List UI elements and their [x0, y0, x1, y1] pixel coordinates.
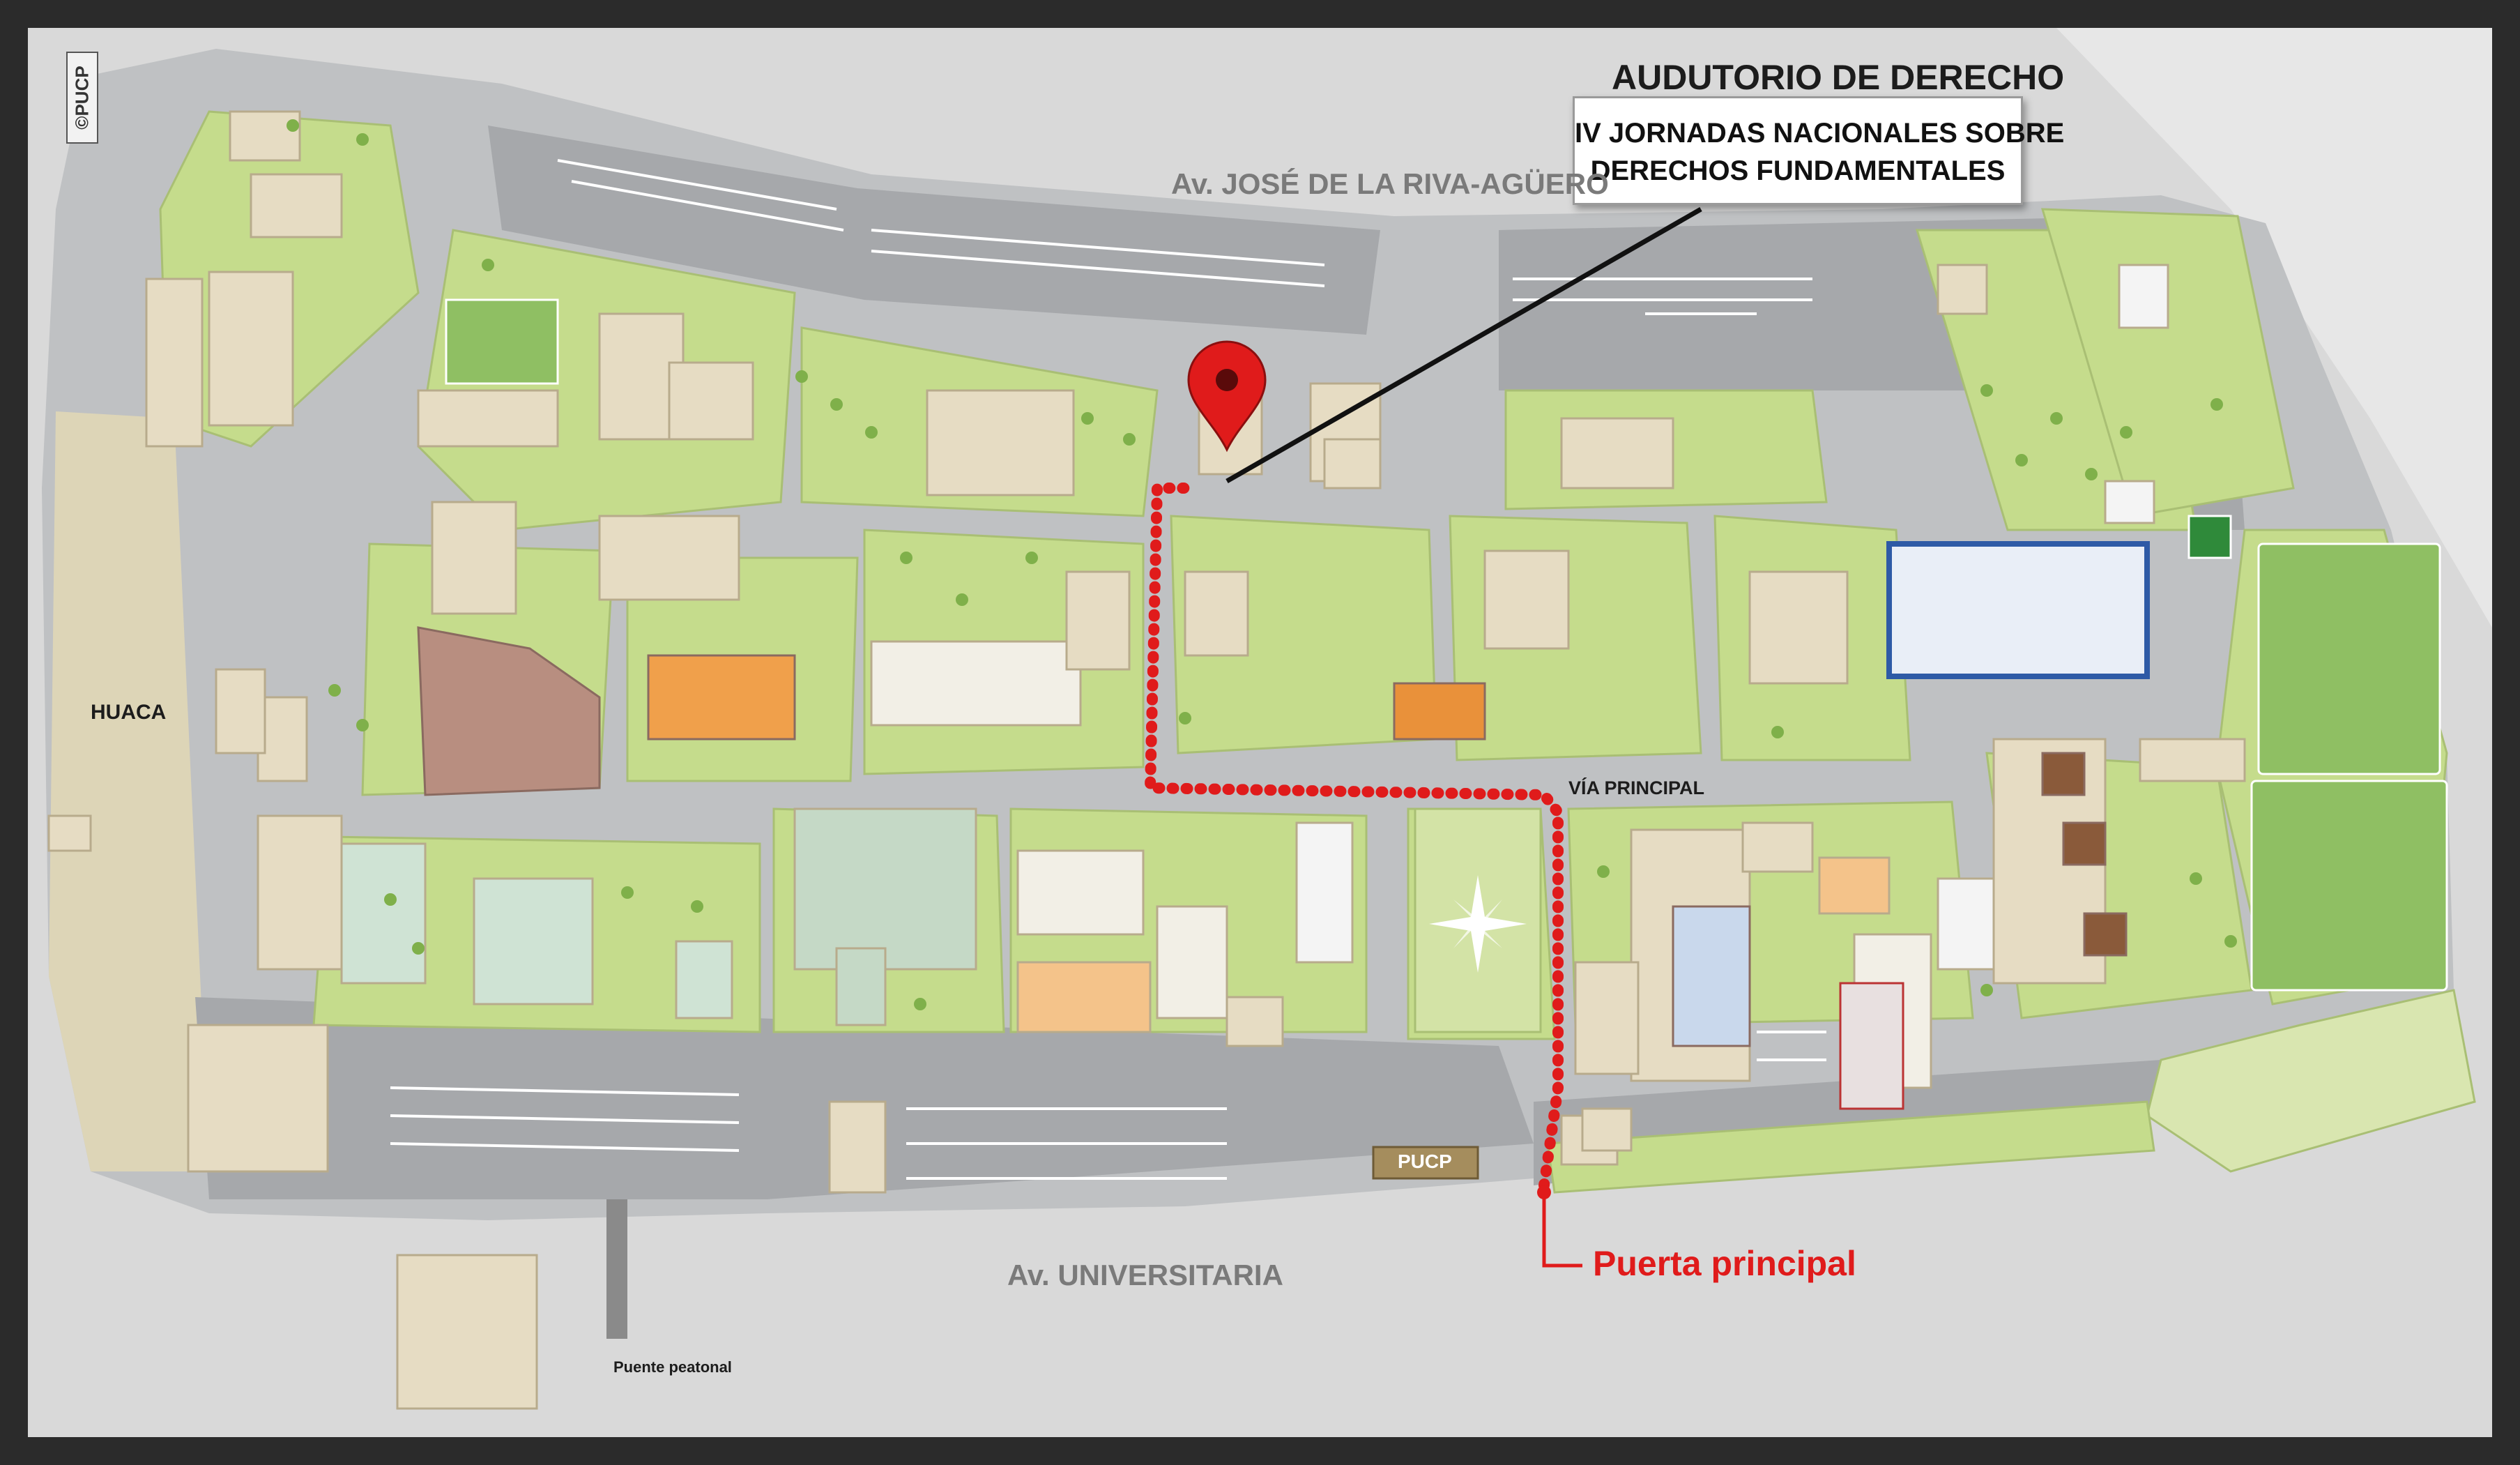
callout-line-1: IV JORNADAS NACIONALES SOBRE: [1575, 118, 2065, 149]
accent-buildings: [417, 541, 2150, 1110]
parking-south: [390, 1031, 1826, 1180]
gate-sign-box: [1372, 1146, 1479, 1180]
huaca-label: HUACA: [91, 701, 167, 724]
huaca-area: [49, 411, 209, 1171]
walking-route: [1144, 483, 1564, 1191]
callout-title: AUDUTORIO DE DERECHO: [1612, 58, 2065, 97]
sports-fields: [445, 298, 2448, 992]
entrance-leader: [1542, 1194, 1582, 1268]
callout-pointer: [1225, 206, 1702, 484]
pucp-logo: ©PUCP: [66, 52, 98, 144]
road-label-north: Av. JOSÉ DE LA RIVA-AGÜERO: [1171, 167, 1609, 200]
road-label-south: Av. UNIVERSITARIA: [1007, 1259, 1283, 1291]
parking-north: [557, 159, 1812, 315]
callout-box: IV JORNADAS NACIONALES SOBRE DERECHOS FU…: [1573, 96, 2065, 205]
compass-star-icon: [1429, 875, 1527, 973]
entrance-label: Puerta principal: [1593, 1244, 1856, 1283]
callout-line-2: DERECHOS FUNDAMENTALES: [1590, 155, 2006, 186]
trees: [287, 119, 2237, 1010]
location-pin-icon: [1187, 340, 1267, 453]
pedestrian-bridge: [606, 1199, 627, 1339]
road-label-main: VÍA PRINCIPAL: [1568, 777, 1705, 798]
gate-sign-label: PUCP: [1398, 1151, 1452, 1172]
bridge-label: Puente peatonal: [613, 1358, 732, 1376]
